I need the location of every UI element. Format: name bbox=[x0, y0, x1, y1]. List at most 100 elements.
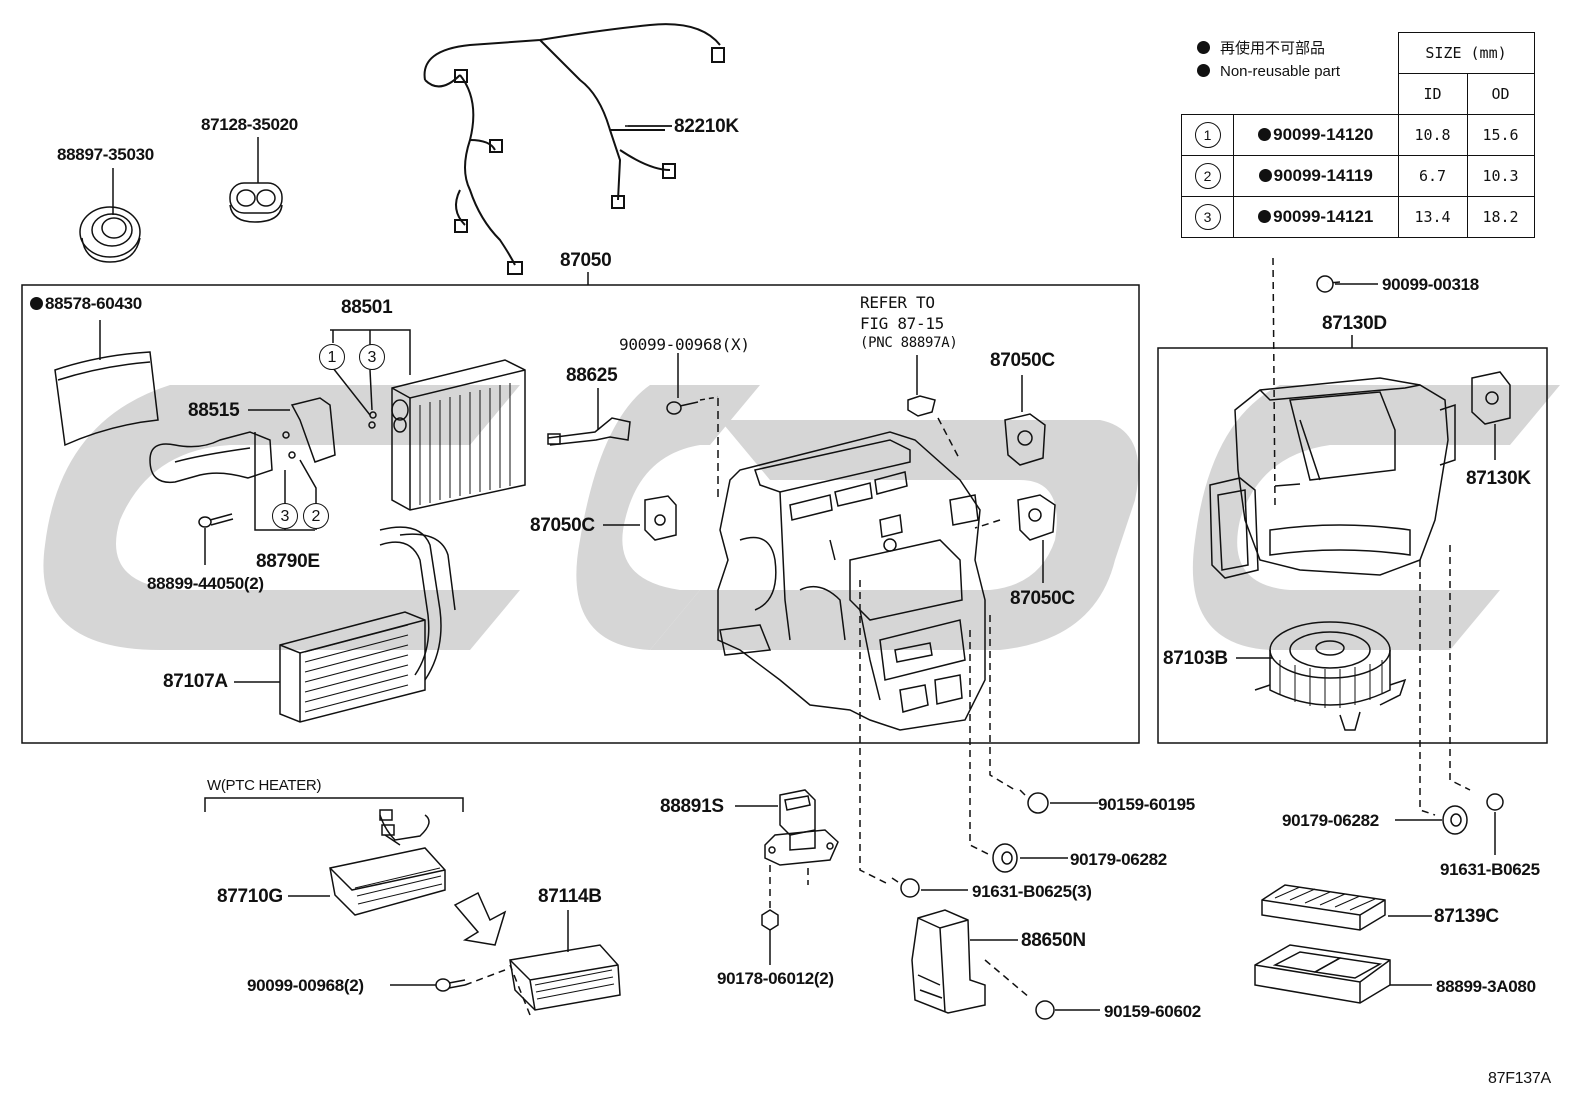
part-label-87050C-left[interactable]: 87050C bbox=[530, 515, 595, 536]
non-reusable-marker-icon bbox=[1258, 210, 1272, 223]
part-label-87128-35020[interactable]: 87128-35020 bbox=[201, 115, 298, 134]
filter-88578-icon bbox=[54, 320, 159, 447]
od-cell: 10.3 bbox=[1466, 155, 1535, 197]
part-label-87050[interactable]: 87050 bbox=[560, 250, 612, 271]
refer-line-2: FIG 87-15 bbox=[860, 314, 944, 333]
part-label-88625[interactable]: 88625 bbox=[566, 365, 618, 386]
id-header: ID bbox=[1397, 73, 1468, 115]
actuator-87050C-upper-icon bbox=[1004, 375, 1046, 466]
part-label-90179-06282-center[interactable]: 90179-06282 bbox=[1070, 850, 1167, 869]
actuator-87050C-left-icon bbox=[603, 495, 677, 541]
id-cell: 10.8 bbox=[1397, 114, 1468, 156]
part-label-87139C[interactable]: 87139C bbox=[1434, 906, 1499, 927]
ptc-heater-caption: W(PTC HEATER) bbox=[207, 777, 322, 794]
part-number-text: 90099-14119 bbox=[1273, 166, 1373, 185]
diagram-code: 87F137A bbox=[1488, 1070, 1551, 1087]
part-label-88650N[interactable]: 88650N bbox=[1021, 930, 1086, 951]
part-label-82210K[interactable]: 82210K bbox=[674, 116, 739, 137]
part-label-90179-06282-right[interactable]: 90179-06282 bbox=[1282, 811, 1379, 830]
part-label-87103B[interactable]: 87103B bbox=[1163, 648, 1228, 669]
part-label-88501[interactable]: 88501 bbox=[341, 297, 393, 318]
bolt-90159-60195-icon bbox=[1019, 789, 1098, 814]
seal-88897-icon bbox=[79, 168, 141, 263]
part-label-88899-3A080[interactable]: 88899-3A080 bbox=[1436, 977, 1536, 996]
expansion-valve-88515-icon bbox=[149, 397, 336, 531]
hvac-unit-87050-icon bbox=[717, 431, 986, 731]
bolt-90159-60602-icon bbox=[1035, 1000, 1100, 1020]
non-reusable-marker-icon bbox=[1258, 128, 1272, 141]
od-cell: 15.6 bbox=[1466, 114, 1535, 156]
part-label-87130D[interactable]: 87130D bbox=[1322, 313, 1387, 334]
table-row[interactable]: 3 90099-14121 13.4 18.2 bbox=[1181, 196, 1535, 238]
part-label-90178-06012[interactable]: 90178-06012(2) bbox=[717, 969, 834, 988]
wire-harness-82210K-icon bbox=[423, 23, 725, 275]
assembly-87050-box bbox=[21, 284, 1140, 744]
screw-90099-00318-icon bbox=[1316, 275, 1378, 293]
refer-line-3[interactable]: (PNC 88897A) bbox=[860, 335, 958, 351]
o-ring-size-table: SIZE (mm) ID OD 1 90099-14120 10.8 15.6 … bbox=[1181, 32, 1535, 238]
non-reusable-marker-icon bbox=[1197, 41, 1210, 54]
bolt-91631-B0625-3-icon bbox=[891, 877, 968, 898]
screw-90099-00968x-icon bbox=[666, 353, 719, 500]
actuator-87130K-icon bbox=[1471, 371, 1511, 460]
part-label-91631-B0625-3[interactable]: 91631-B0625(3) bbox=[972, 882, 1092, 901]
nut-90179-06282-right-icon bbox=[1395, 805, 1468, 835]
part-label-87710G[interactable]: 87710G bbox=[217, 886, 283, 907]
amplifier-88650N-icon bbox=[911, 909, 1018, 1014]
heater-core-87107A-icon bbox=[234, 526, 456, 723]
part-label-88515[interactable]: 88515 bbox=[188, 400, 240, 421]
part-label-90099-00968x[interactable]: 90099-00968(X) bbox=[619, 335, 750, 354]
part-label-88578-60430[interactable]: 88578-60430 bbox=[30, 294, 142, 314]
part-number-text: 90099-14120 bbox=[1273, 125, 1374, 144]
table-row[interactable]: 1 90099-14120 10.8 15.6 bbox=[1181, 114, 1535, 156]
ref-circle-3-top: 3 bbox=[359, 344, 385, 370]
nut-90178-06012-icon bbox=[761, 909, 779, 965]
actuator-87050C-lower-icon bbox=[1017, 494, 1056, 583]
part-number-text: 88578-60430 bbox=[45, 294, 142, 313]
part-label-88897-35030[interactable]: 88897-35030 bbox=[57, 145, 154, 164]
arrow-icon bbox=[453, 891, 507, 946]
dashed-leaders bbox=[464, 257, 1471, 1016]
ref-circle: 1 bbox=[1194, 122, 1221, 148]
part-label-91631-B0625[interactable]: 91631-B0625 bbox=[1440, 860, 1540, 879]
ref-circle-1: 1 bbox=[319, 344, 345, 370]
sensor-88891S-icon bbox=[735, 789, 839, 866]
ptc-heater-bracket bbox=[204, 797, 464, 812]
part-number-cell[interactable]: 90099-14120 bbox=[1233, 114, 1399, 156]
refer-line-1: REFER TO bbox=[860, 293, 935, 312]
part-label-90159-60195[interactable]: 90159-60195 bbox=[1098, 795, 1195, 814]
part-label-87050C-lower[interactable]: 87050C bbox=[1010, 588, 1075, 609]
part-label-88790E[interactable]: 88790E bbox=[256, 551, 320, 572]
non-reusable-marker-icon bbox=[30, 297, 43, 310]
ref-circle: 3 bbox=[1194, 204, 1221, 230]
nut-90179-06282-center-icon bbox=[992, 843, 1068, 873]
od-header: OD bbox=[1466, 73, 1535, 115]
part-label-90159-60602[interactable]: 90159-60602 bbox=[1104, 1002, 1201, 1021]
part-label-87130K[interactable]: 87130K bbox=[1466, 468, 1531, 489]
evaporator-88501-icon bbox=[330, 329, 526, 511]
part-label-90099-00968-2[interactable]: 90099-00968(2) bbox=[247, 976, 364, 995]
screw-90099-00968-2-icon bbox=[390, 978, 466, 992]
part-number-cell[interactable]: 90099-14121 bbox=[1233, 196, 1399, 238]
bolt-88899-44050-icon bbox=[198, 513, 234, 565]
od-cell: 18.2 bbox=[1466, 196, 1535, 238]
part-number-cell[interactable]: 90099-14119 bbox=[1233, 155, 1399, 197]
grommet-87128-icon bbox=[229, 137, 283, 223]
part-label-88891S[interactable]: 88891S bbox=[660, 796, 724, 817]
blower-housing-87130D-icon bbox=[1209, 377, 1456, 579]
part-label-88899-44050[interactable]: 88899-44050(2) bbox=[147, 574, 264, 593]
id-cell: 6.7 bbox=[1397, 155, 1468, 197]
ptc-heater-87114B-icon bbox=[509, 910, 621, 1011]
ptc-heater-87710G-icon bbox=[288, 809, 446, 916]
part-label-90099-00318[interactable]: 90099-00318 bbox=[1382, 275, 1479, 294]
ref-circle: 2 bbox=[1194, 163, 1221, 189]
part-label-87114B[interactable]: 87114B bbox=[538, 886, 602, 907]
part-label-87107A[interactable]: 87107A bbox=[163, 671, 228, 692]
table-row[interactable]: 2 90099-14119 6.7 10.3 bbox=[1181, 155, 1535, 197]
part-number-text: 90099-14121 bbox=[1273, 207, 1374, 226]
blower-motor-87103B-icon bbox=[1236, 621, 1407, 731]
ref-circle-2: 2 bbox=[303, 503, 329, 529]
part-label-87050C-upper[interactable]: 87050C bbox=[990, 350, 1055, 371]
